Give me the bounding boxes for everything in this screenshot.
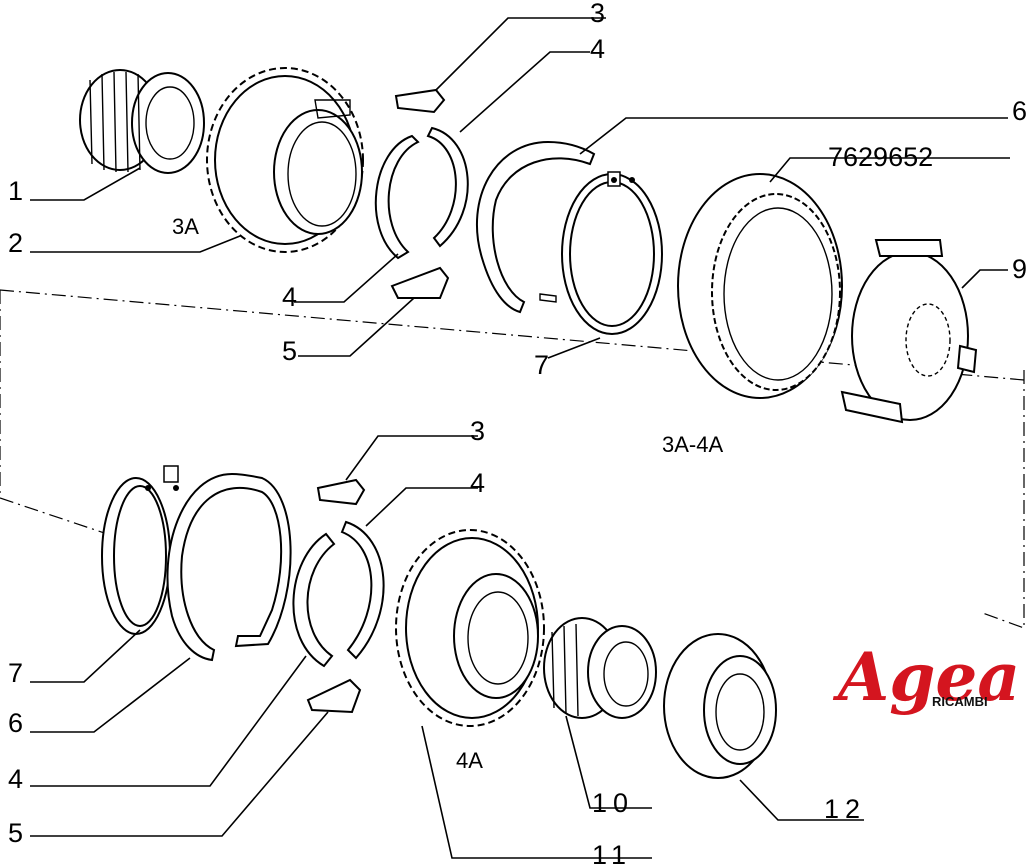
gear-4a — [395, 529, 545, 727]
snap-ring-7-upper — [561, 171, 663, 335]
callout-1: 1 — [8, 176, 23, 206]
callout-7-upper: 7 — [534, 350, 549, 380]
sync-key-5-lower — [306, 678, 362, 714]
callout-3-lower: 3 — [470, 416, 485, 446]
callout-6-lower: 6 — [8, 708, 23, 738]
sync-key-3-lower — [316, 478, 366, 506]
callout-3-upper: 3 — [590, 0, 605, 28]
logo-wordmark: Agea — [832, 638, 1020, 716]
callout-2: 2 — [8, 228, 23, 258]
brand-logo: Agea RICAMBI — [832, 638, 1020, 716]
callout-10: 10 — [592, 788, 634, 818]
callout-4-upper-b: 4 — [282, 282, 297, 312]
callout-5-upper: 5 — [282, 336, 297, 366]
callout-7-lower: 7 — [8, 658, 23, 688]
synchronizer-hub-9 — [840, 239, 978, 424]
label-sleeve-3a-4a: 3A-4A — [662, 432, 723, 457]
logo-tagline: RICAMBI — [932, 694, 988, 709]
ball-bearing-12 — [663, 633, 777, 779]
sync-key-3-upper — [394, 88, 446, 114]
callout-part-number: 7629652 — [828, 142, 933, 172]
needle-bearing-10 — [543, 617, 657, 719]
callout-4-lower-b: 4 — [8, 764, 23, 794]
gear-3a — [206, 67, 364, 253]
callout-4-lower-a: 4 — [470, 468, 485, 498]
assembly-separator-line — [0, 290, 1025, 629]
callout-9: 9 — [1012, 254, 1027, 284]
sync-band-6-upper — [476, 140, 596, 314]
split-ring-4-upper-left — [374, 134, 420, 260]
assembly-axis-line — [0, 289, 1025, 381]
split-ring-4-lower-left — [292, 532, 336, 668]
split-ring-4-upper-right — [426, 126, 469, 248]
callout-11: 11 — [592, 840, 632, 867]
synchronizer-sleeve-3a-4a — [677, 173, 843, 399]
sync-band-6-lower — [166, 472, 292, 662]
band-stop-upper — [539, 293, 557, 303]
callout-6-upper: 6 — [1012, 96, 1027, 126]
split-ring-4-lower-right — [340, 520, 385, 660]
label-gear-3a: 3A — [172, 214, 199, 239]
callout-5-lower: 5 — [8, 818, 23, 848]
snap-ring-7-lower — [101, 465, 179, 635]
needle-bearing-1 — [79, 69, 205, 174]
label-gear-4a: 4A — [456, 748, 483, 773]
leader-lines — [30, 17, 1010, 859]
callout-12: 12 — [824, 794, 866, 824]
sync-key-5-upper — [390, 266, 450, 299]
callout-4-upper-a: 4 — [590, 34, 605, 64]
